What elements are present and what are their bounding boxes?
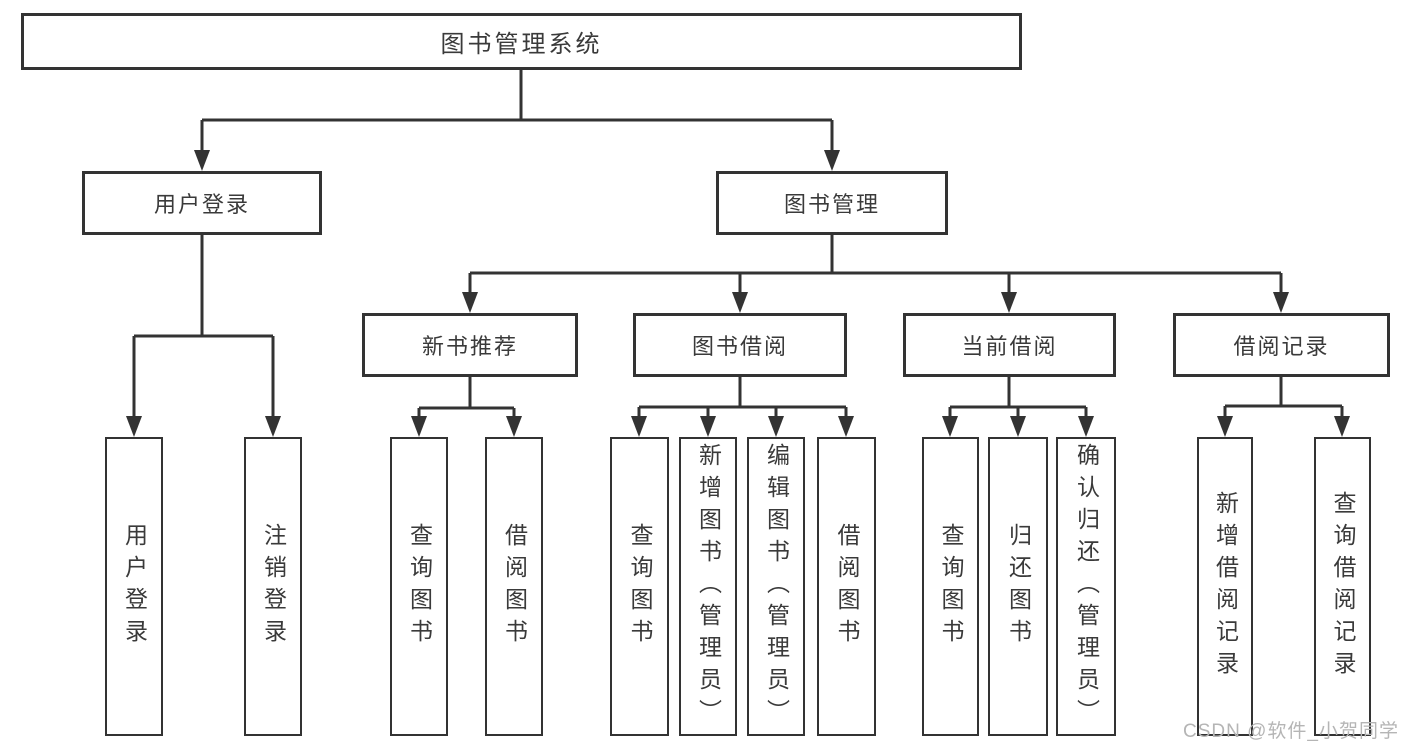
leaf-confirm-return-admin-label: 确认归还（管理员） [1073,442,1100,731]
node-book-management: 图书管理 [716,171,948,235]
leaf-query-books-recommend: 查询图书 [390,437,448,736]
leaf-return-books: 归还图书 [988,437,1048,736]
leaf-add-books-admin: 新增图书（管理员） [679,437,737,736]
leaf-query-books-current: 查询图书 [922,437,979,736]
leaf-borrow-books-label: 借阅图书 [834,522,860,651]
node-new-book-recommend: 新书推荐 [362,313,578,377]
leaf-borrow-books-recommend: 借阅图书 [485,437,543,736]
node-current-borrow-label: 当前借阅 [961,334,1058,359]
node-current-borrow: 当前借阅 [903,313,1116,377]
leaf-add-borrow-record: 新增借阅记录 [1197,437,1253,736]
leaf-logout: 注销登录 [244,437,302,736]
node-borrow-records: 借阅记录 [1173,313,1390,377]
leaf-user-login-label: 用户登录 [121,522,148,651]
node-root-label: 图书管理系统 [440,31,603,58]
node-book-management-label: 图书管理 [783,192,880,217]
node-borrow-records-label: 借阅记录 [1233,334,1330,359]
node-book-borrow: 图书借阅 [633,313,847,377]
node-book-borrow-label: 图书借阅 [691,334,788,359]
leaf-query-books-current-label: 查询图书 [938,522,964,651]
leaf-borrow-books-recommend-label: 借阅图书 [501,522,528,651]
csdn-watermark: CSDN @软件_小贺同学 [1183,721,1399,742]
leaf-query-books-borrow: 查询图书 [610,437,669,736]
leaf-query-borrow-record: 查询借阅记录 [1314,437,1371,736]
leaf-add-borrow-record-label: 新增借阅记录 [1212,490,1239,683]
leaf-query-books-recommend-label: 查询图书 [406,522,433,651]
leaf-confirm-return-admin: 确认归还（管理员） [1056,437,1116,736]
node-new-book-recommend-label: 新书推荐 [421,334,518,359]
leaf-borrow-books: 借阅图书 [817,437,876,736]
node-root-library-system: 图书管理系统 [21,13,1022,70]
leaf-edit-books-admin: 编辑图书（管理员） [747,437,805,736]
node-user-login-label: 用户登录 [153,192,250,217]
leaf-edit-books-admin-label: 编辑图书（管理员） [763,442,790,731]
leaf-user-login: 用户登录 [105,437,163,736]
leaf-logout-label: 注销登录 [260,522,287,651]
leaf-query-borrow-record-label: 查询借阅记录 [1330,490,1356,683]
leaf-add-books-admin-label: 新增图书（管理员） [695,442,722,731]
leaf-query-books-borrow-label: 查询图书 [627,522,653,651]
node-user-login: 用户登录 [82,171,322,235]
arrowheads [126,150,1350,437]
leaf-return-books-label: 归还图书 [1005,522,1032,651]
